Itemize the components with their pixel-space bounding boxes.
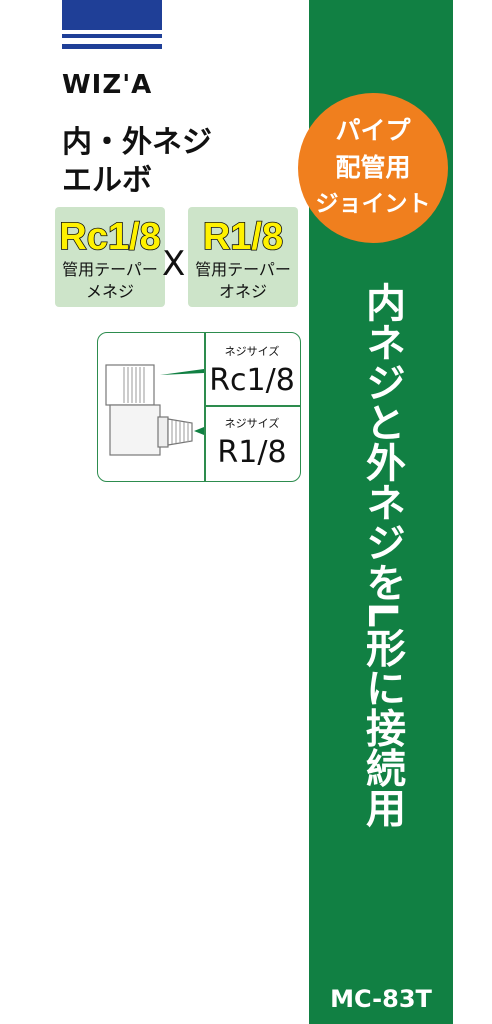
spec-male-box: R1/8 管用テーパー オネジ (188, 207, 298, 307)
diagram-top-label: ネジサイズ (224, 345, 280, 358)
logo-stripe-middle (62, 34, 162, 38)
badge-line2: 配管用 (335, 153, 411, 182)
diagram-top-size: Rc1/8 (209, 363, 295, 398)
spec-female-box: Rc1/8 管用テーパー メネジ (55, 207, 165, 307)
diagram-bottom-label: ネジサイズ (224, 417, 280, 430)
diagram-divider-vertical (204, 333, 206, 481)
logo-stripe-top (62, 0, 162, 30)
spec-male-desc2: オネジ (218, 282, 267, 301)
diagram-divider-horizontal (204, 405, 300, 407)
product-title-line2: エルボ (62, 163, 152, 198)
badge-line1: パイプ (335, 116, 411, 145)
spec-female-desc2: メネジ (85, 282, 134, 301)
vertical-description: 内ネジと外ネジをL形に接続用 (359, 282, 405, 828)
spec-male-size: R1/8 (202, 215, 284, 259)
badge-line3: ジョイント (315, 191, 431, 217)
spec-female-size: Rc1/8 (58, 215, 161, 259)
elbow-diagram: ネジサイズ Rc1/8 ネジサイズ R1/8 (97, 332, 301, 482)
diagram-bottom-size: R1/8 (217, 435, 287, 470)
spec-male-desc1: 管用テーパー (195, 260, 291, 279)
spec-female-desc1: 管用テーパー (62, 260, 158, 279)
product-title-line1: 内・外ネジ (62, 125, 212, 160)
model-number: MC-83T (330, 985, 432, 1013)
category-badge: パイプ 配管用 ジョイント (298, 93, 448, 243)
elbow-illustration-icon (105, 364, 204, 456)
brand-name: WIZ'A (62, 70, 153, 100)
spec-cross-symbol: X (162, 244, 186, 284)
logo-stripe-bottom (62, 44, 162, 49)
